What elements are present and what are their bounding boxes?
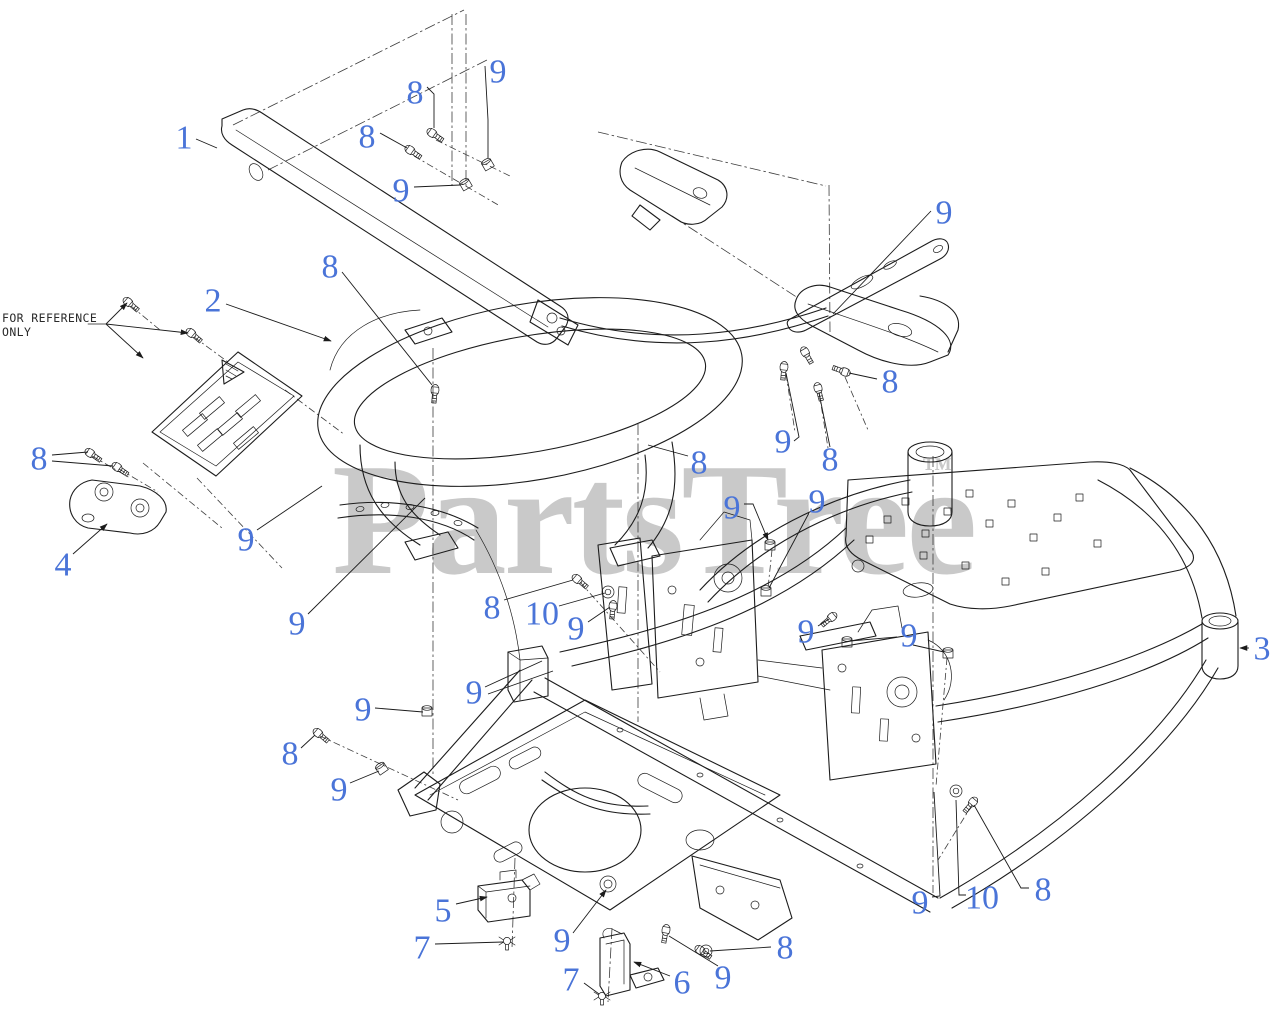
callout-9-9: 9 xyxy=(775,424,792,461)
callout-9-14: 9 xyxy=(289,606,306,643)
leader-line xyxy=(503,579,574,601)
leader-line xyxy=(832,210,932,315)
leader-line xyxy=(848,372,878,380)
leader-line xyxy=(785,372,800,442)
leader-line xyxy=(633,961,671,977)
watermark: PartsTree ™ xyxy=(332,430,977,608)
callout-9-32: 9 xyxy=(715,960,732,997)
callout-5-27: 5 xyxy=(435,893,452,930)
leader-line xyxy=(225,303,332,342)
watermark-text: PartsTree xyxy=(332,430,974,608)
callout-9-29: 9 xyxy=(554,923,571,960)
leader-line xyxy=(455,895,488,905)
leader-line xyxy=(818,392,831,448)
callout-2-1: 2 xyxy=(205,283,222,320)
leader-line xyxy=(572,889,607,934)
part-2-frame-hoop xyxy=(317,297,743,567)
callout-9-7: 9 xyxy=(936,195,953,232)
callout-8-33: 8 xyxy=(777,930,794,967)
leader-line xyxy=(587,606,611,623)
leader-line xyxy=(583,982,600,995)
leader-line xyxy=(484,65,489,158)
leader-line xyxy=(973,804,1029,889)
callout-9-23: 9 xyxy=(355,692,372,729)
callout-9-21: 9 xyxy=(798,614,815,651)
callout-8-8: 8 xyxy=(882,364,899,401)
leader-line xyxy=(744,503,769,541)
leader-line xyxy=(413,184,461,188)
leader-line xyxy=(426,86,435,128)
leader-line xyxy=(849,636,898,642)
leader-line xyxy=(709,946,772,952)
leader-line xyxy=(768,512,810,589)
callout-6-31: 6 xyxy=(674,965,691,1002)
callout-9-3: 9 xyxy=(490,54,507,91)
reference-note-line2: ONLY xyxy=(2,325,31,339)
callout-10-16: 10 xyxy=(525,596,559,633)
reference-plate-assembly xyxy=(87,302,303,477)
callout-9-26: 9 xyxy=(466,675,483,712)
leader-line xyxy=(668,935,719,967)
construction-lines xyxy=(91,9,973,1003)
leader-line xyxy=(647,444,689,457)
part-1-seat-bar xyxy=(220,108,829,346)
callout-8-18: 8 xyxy=(691,445,708,482)
leader-line xyxy=(51,451,89,456)
callout-9-25: 9 xyxy=(331,772,348,809)
callout-9-5: 9 xyxy=(393,173,410,210)
leader-line xyxy=(817,618,830,627)
leader-line xyxy=(434,941,504,945)
leader-line xyxy=(379,132,408,149)
leader-line xyxy=(558,592,606,607)
leader-line xyxy=(484,660,543,688)
callout-1-0: 1 xyxy=(176,120,193,157)
callout-9-17: 9 xyxy=(568,611,585,648)
callout-9-13: 9 xyxy=(238,522,255,559)
leader-line xyxy=(307,497,426,615)
leader-line xyxy=(341,271,433,386)
callout-9-20: 9 xyxy=(809,484,826,521)
part-4-isolator-plate xyxy=(69,479,167,535)
frame-weldment xyxy=(337,441,1239,941)
callout-8-6: 8 xyxy=(322,249,339,286)
callout-8-10: 8 xyxy=(822,442,839,479)
part-6-support-bracket xyxy=(599,928,665,997)
seat-mount-brackets xyxy=(619,148,960,366)
reference-note: FOR REFERENCE ONLY xyxy=(2,311,97,339)
leader-line xyxy=(955,799,966,896)
callout-4-12: 4 xyxy=(55,547,72,584)
part-5-latch-bracket xyxy=(477,869,541,923)
callout-7-28: 7 xyxy=(414,930,431,967)
leader-line xyxy=(487,670,554,695)
seat-strap xyxy=(786,238,950,333)
leader-line xyxy=(300,734,316,749)
leader-line xyxy=(374,707,424,713)
callout-8-15: 8 xyxy=(484,590,501,627)
reference-note-line1: FOR REFERENCE xyxy=(2,311,97,325)
callout-3-37: 3 xyxy=(1254,631,1271,668)
leader-line xyxy=(72,523,108,555)
leader-line xyxy=(912,644,945,653)
callout-8-36: 8 xyxy=(1035,872,1052,909)
callout-8-2: 8 xyxy=(407,75,424,112)
callout-9-34: 9 xyxy=(912,885,929,922)
callout-8-11: 8 xyxy=(31,441,48,478)
callout-9-22: 9 xyxy=(901,618,918,655)
callout-8-4: 8 xyxy=(359,119,376,156)
leader-line xyxy=(51,460,114,467)
callout-10-35: 10 xyxy=(965,880,999,917)
leader-line xyxy=(349,770,380,784)
callout-9-19: 9 xyxy=(724,490,741,527)
callout-7-30: 7 xyxy=(563,962,580,999)
leader-line xyxy=(931,791,941,898)
leader-line xyxy=(195,138,218,149)
leader-line xyxy=(256,485,323,531)
callout-8-24: 8 xyxy=(282,736,299,773)
